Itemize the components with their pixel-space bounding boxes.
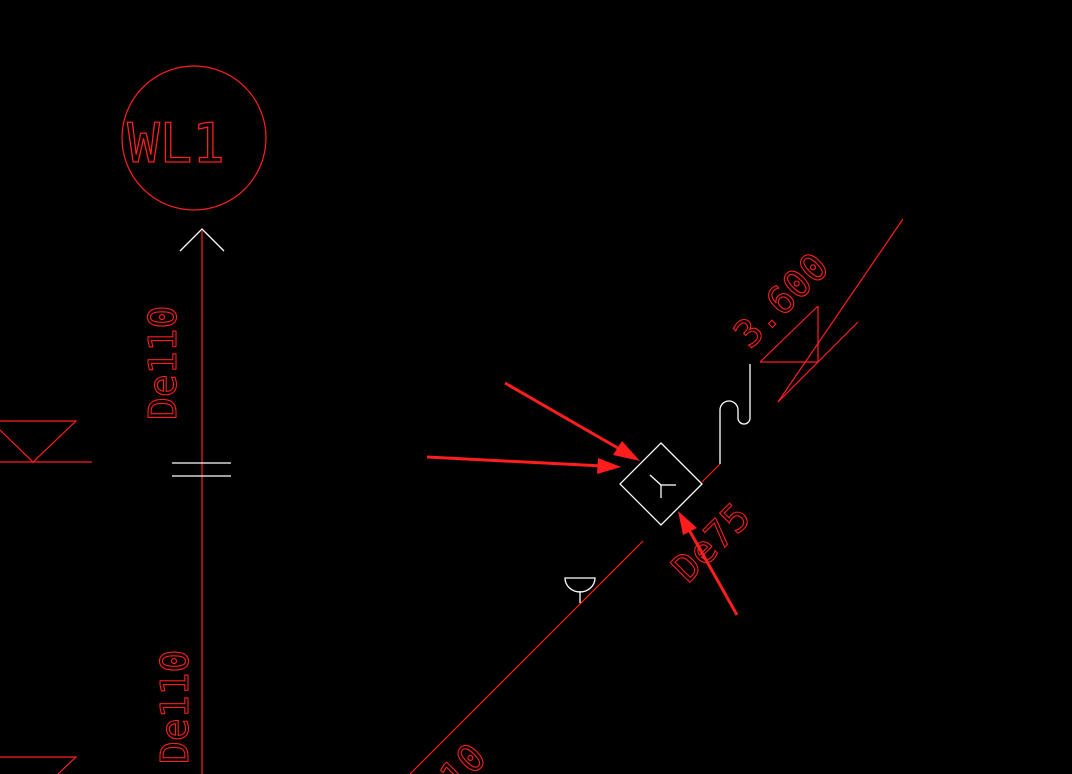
riser-size-label-upper: De110 xyxy=(141,306,185,420)
vent-cap-arrow xyxy=(179,228,225,252)
y-junction-glyph xyxy=(649,474,676,498)
branch-size-label-partial: 10 xyxy=(431,735,494,774)
floor-level-mark-lower xyxy=(0,756,78,774)
pipe-tag[interactable]: WL1 xyxy=(121,65,267,211)
elevation-mark xyxy=(759,218,904,403)
pipe-tag-label: WL1 xyxy=(127,112,225,175)
branch-pipe-lower[interactable] xyxy=(409,540,644,774)
cleanout-diamond-outline xyxy=(619,442,703,526)
pipe-tag-circle xyxy=(121,65,267,211)
cleanout-diamond-symbol[interactable] xyxy=(619,442,703,526)
annotation-arrow-left xyxy=(426,455,621,474)
annotation-arrow-top xyxy=(504,381,640,461)
riser-size-label-lower: De110 xyxy=(153,650,197,764)
s-trap-symbol xyxy=(719,364,751,464)
floor-drain-symbol[interactable] xyxy=(564,577,596,603)
branch-pipe-upper[interactable] xyxy=(701,463,721,483)
annotation-arrow-bottom xyxy=(678,511,739,616)
pipe-break-mark xyxy=(172,462,231,477)
floor-level-mark-upper xyxy=(0,420,92,463)
